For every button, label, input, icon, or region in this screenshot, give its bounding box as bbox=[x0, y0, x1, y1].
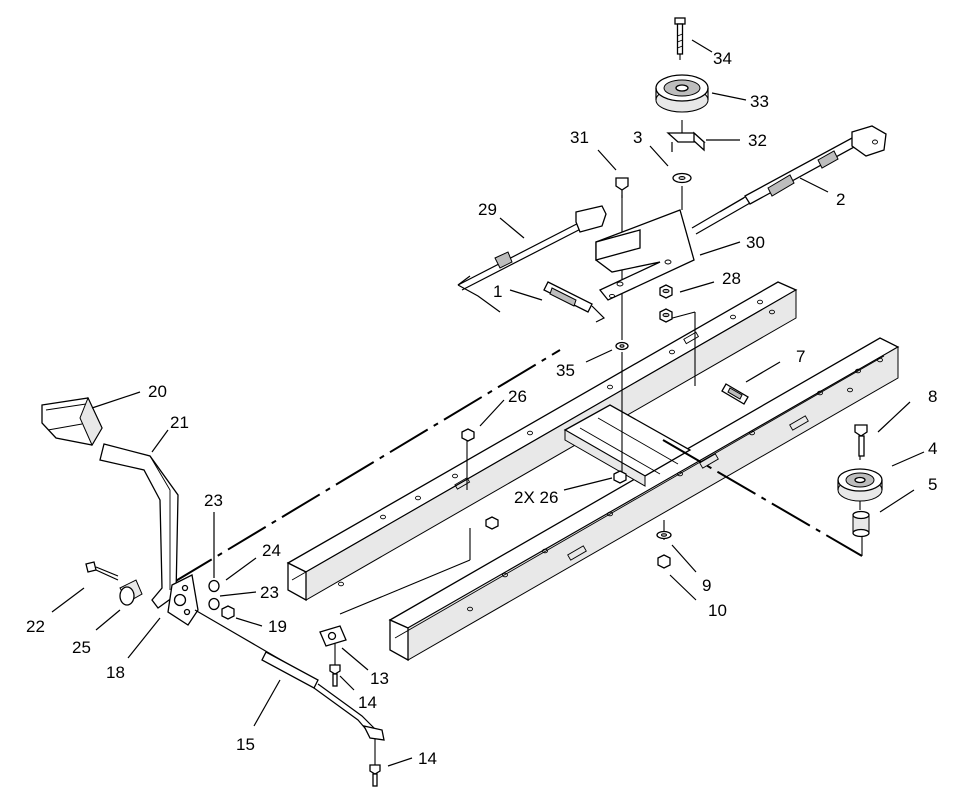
callout-13: 13 bbox=[370, 669, 389, 688]
callout-24: 24 bbox=[262, 541, 281, 560]
frame-crossmember bbox=[563, 404, 692, 487]
nut-28 bbox=[659, 284, 673, 299]
callout-19: 19 bbox=[268, 617, 287, 636]
pulley-33 bbox=[655, 74, 709, 113]
bolt-31 bbox=[615, 177, 629, 198]
bracket-32 bbox=[666, 131, 706, 152]
bushing-25 bbox=[119, 579, 143, 606]
pivot-bracket-18 bbox=[167, 574, 199, 626]
callout-4: 4 bbox=[928, 439, 937, 458]
callout-3: 3 bbox=[633, 128, 642, 147]
callout-29: 29 bbox=[478, 200, 497, 219]
callout-15: 15 bbox=[236, 735, 255, 754]
callout-18: 18 bbox=[106, 663, 125, 682]
link-rod-29 bbox=[457, 205, 607, 313]
callout-5: 5 bbox=[928, 475, 937, 494]
callout-14-lower: 14 bbox=[418, 749, 437, 768]
callout-labels: 34 33 32 31 3 2 29 30 28 1 7 35 20 26 8 … bbox=[26, 49, 937, 768]
nut-19 bbox=[221, 605, 235, 620]
callout-28: 28 bbox=[722, 269, 741, 288]
bolt-34 bbox=[674, 17, 686, 55]
pedal-to-idler-centerline bbox=[173, 349, 561, 583]
idler-to-frame-centerline bbox=[662, 439, 863, 557]
callout-33: 33 bbox=[750, 92, 769, 111]
callout-14-upper: 14 bbox=[358, 693, 377, 712]
washers-23 bbox=[208, 579, 220, 611]
bolt-14-lower bbox=[369, 764, 381, 787]
pedal-pad-20 bbox=[41, 396, 103, 447]
rod-spring-2 bbox=[691, 125, 887, 235]
spring-7 bbox=[721, 383, 749, 405]
callout-30: 30 bbox=[746, 233, 765, 252]
washer-3 bbox=[672, 172, 692, 184]
callout-23-lower: 23 bbox=[260, 583, 279, 602]
clamp-13 bbox=[319, 625, 347, 647]
callout-25: 25 bbox=[72, 638, 91, 657]
pedal-arm-21 bbox=[99, 443, 179, 609]
bolt-8 bbox=[854, 424, 868, 457]
callout-22: 22 bbox=[26, 617, 45, 636]
spring-1 bbox=[543, 281, 606, 323]
callout-26: 26 bbox=[508, 387, 527, 406]
callout-21: 21 bbox=[170, 413, 189, 432]
spacer-5 bbox=[852, 510, 870, 538]
callout-34: 34 bbox=[713, 49, 732, 68]
callout-2: 2 bbox=[836, 190, 845, 209]
callout-8: 8 bbox=[928, 387, 937, 406]
frame-rail-left bbox=[286, 281, 798, 602]
idler-arm-30 bbox=[595, 209, 695, 301]
washer-9 bbox=[656, 530, 672, 540]
bolt-14-upper bbox=[329, 664, 341, 687]
leader-lines bbox=[51, 39, 925, 767]
nuts-2x-26 bbox=[485, 470, 627, 530]
callout-9: 9 bbox=[702, 576, 711, 595]
callout-35: 35 bbox=[556, 361, 575, 380]
idler-pulley-4 bbox=[837, 468, 883, 502]
nut-26 bbox=[461, 428, 475, 442]
callout-31: 31 bbox=[570, 128, 589, 147]
callout-2x-26: 2X 26 bbox=[514, 488, 558, 507]
nut-28-lower bbox=[659, 308, 673, 323]
control-rod-15 bbox=[194, 609, 385, 741]
bolt-22 bbox=[85, 561, 119, 581]
callout-7: 7 bbox=[796, 347, 805, 366]
callout-10: 10 bbox=[708, 601, 727, 620]
callout-1: 1 bbox=[493, 282, 502, 301]
callout-32: 32 bbox=[748, 131, 767, 150]
callout-20: 20 bbox=[148, 382, 167, 401]
washer-35 bbox=[615, 341, 629, 351]
nut-10 bbox=[657, 554, 671, 569]
callout-23-upper: 23 bbox=[204, 491, 223, 510]
